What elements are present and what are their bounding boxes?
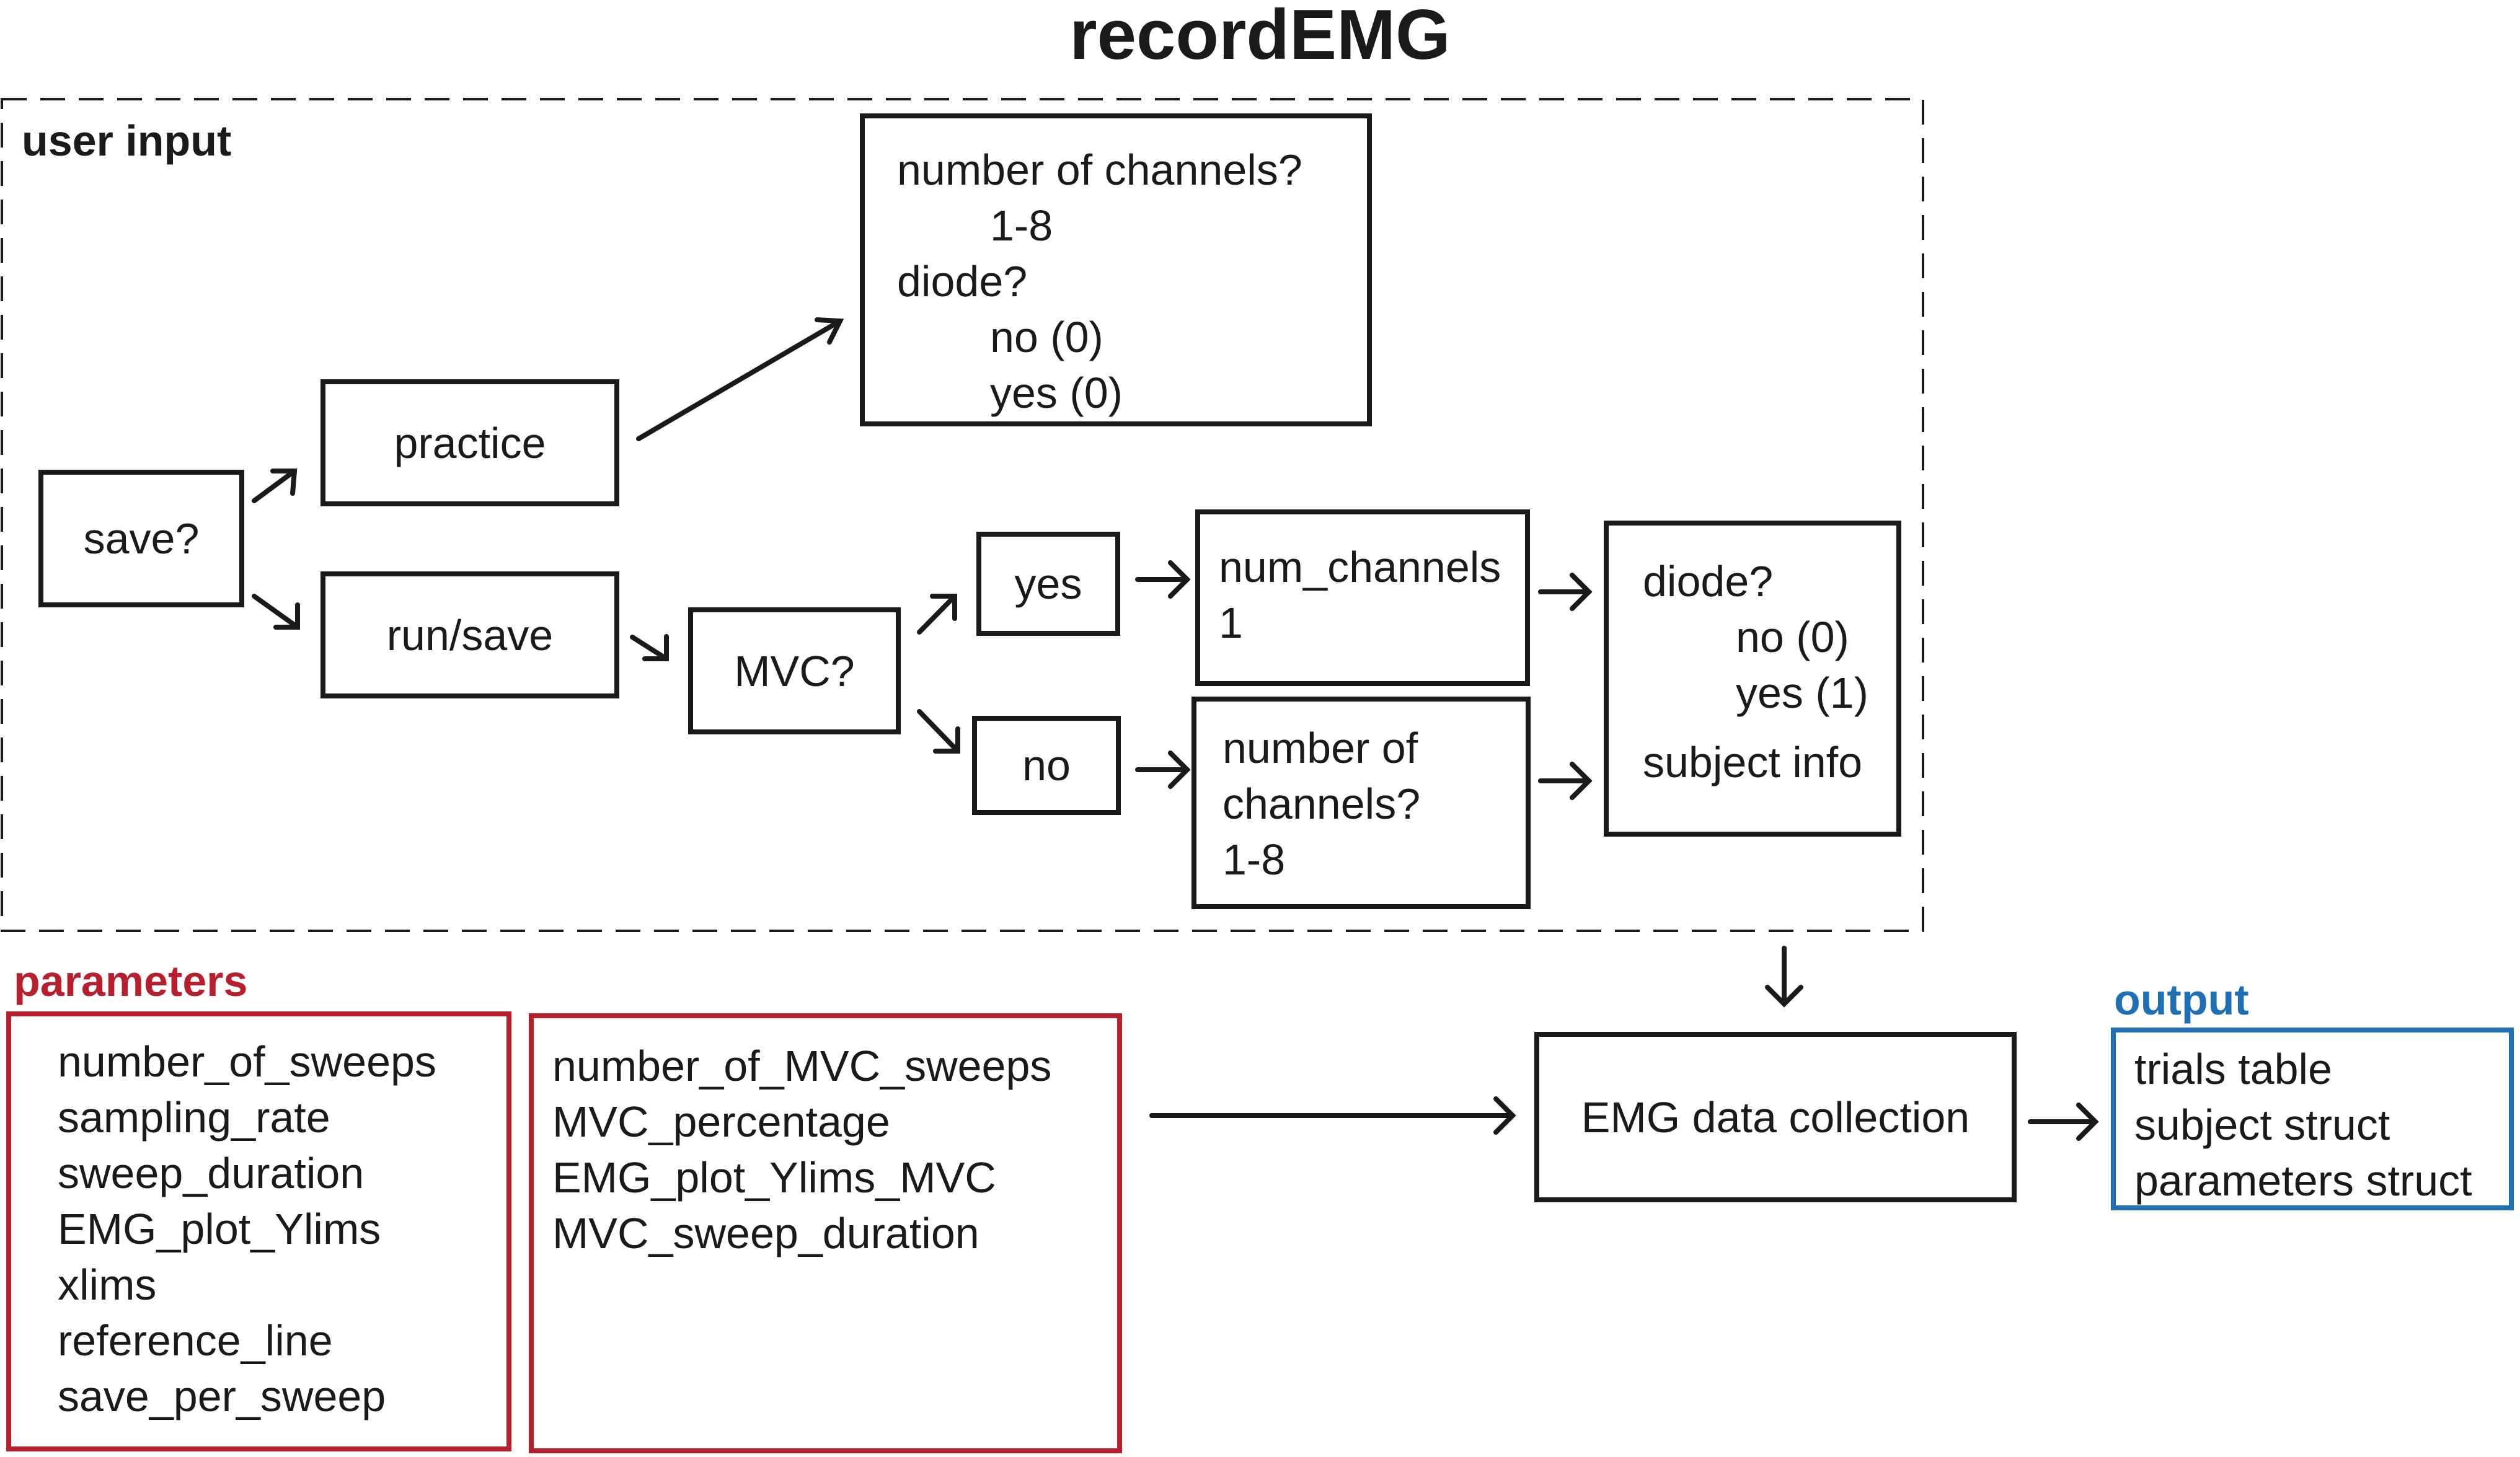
- num-channels-box: num_channels 1: [1195, 509, 1530, 686]
- output-label: output: [2114, 975, 2249, 1024]
- number-of-channels-line2: channels?: [1222, 780, 1421, 828]
- diode-yes-option: yes (0): [990, 369, 1123, 417]
- param-item: xlims: [58, 1261, 157, 1309]
- mvc-param-item: MVC_percentage: [552, 1098, 890, 1146]
- num-channels-label: num_channels: [1219, 543, 1501, 591]
- diode-no-option: no (0): [990, 313, 1103, 361]
- diode-yes-option-2: yes (1): [1736, 669, 1868, 717]
- diagram-title: recordEMG: [1069, 0, 1451, 74]
- mvc-decision-box: MVC?: [688, 607, 901, 734]
- emg-data-collection-box: EMG data collection: [1534, 1032, 2017, 1202]
- diode-no-option-2: no (0): [1736, 613, 1849, 661]
- arrow-no-to-numberofchannels-head: [1168, 751, 1191, 789]
- number-of-channels-box: number of channels? 1-8: [1191, 697, 1531, 909]
- output-item: parameters struct: [2134, 1156, 2472, 1205]
- no-label: no: [1022, 741, 1071, 790]
- arrow-parameters-to-collection-head: [1493, 1096, 1516, 1135]
- arrow-runsave-to-mvc-head: [642, 634, 669, 661]
- arrow-mvc-to-yes: [917, 594, 957, 635]
- output-item: subject struct: [2134, 1101, 2390, 1149]
- mvc-param-item: EMG_plot_Ylims_MVC: [552, 1153, 996, 1202]
- no-box: no: [972, 716, 1121, 815]
- mvc-param-item: MVC_sweep_duration: [552, 1209, 979, 1257]
- arrow-save-to-runsave-head: [273, 602, 300, 630]
- arrow-mvc-to-no: [917, 709, 960, 754]
- yes-label: yes: [1014, 560, 1082, 608]
- output-box: trials table subject struct parameters s…: [2111, 1028, 2514, 1210]
- save-decision-label: save?: [83, 514, 200, 563]
- parameters-list-2: number_of_MVC_sweeps MVC_percentage EMG_…: [529, 1013, 1122, 1453]
- param-item: sweep_duration: [58, 1149, 365, 1197]
- arrow-save-to-runsave: [252, 594, 300, 630]
- mvc-decision-label: MVC?: [734, 646, 855, 695]
- arrow-userinput-to-collection-head: [1765, 985, 1803, 1008]
- run-save-label: run/save: [386, 610, 554, 659]
- diode-question: diode?: [897, 257, 1028, 306]
- save-decision-box: save?: [38, 470, 244, 607]
- arrow-practice-to-options-head: [815, 317, 844, 345]
- param-item: reference_line: [58, 1316, 333, 1365]
- emg-data-collection-label: EMG data collection: [1581, 1093, 1970, 1142]
- arrow-numberofchannels-to-diode-head: [1570, 762, 1593, 800]
- diode-question-2: diode?: [1643, 557, 1774, 605]
- arrow-mvc-to-no-head: [933, 726, 960, 754]
- param-item: EMG_plot_Ylims: [58, 1205, 381, 1253]
- param-item: sampling_rate: [58, 1093, 330, 1142]
- practice-options-box: number of channels? 1-8 diode? no (0) ye…: [860, 113, 1372, 426]
- num-channels-value: 1: [1219, 599, 1243, 647]
- number-of-channels-range: 1-8: [1222, 835, 1286, 884]
- param-item: save_per_sweep: [58, 1372, 386, 1420]
- arrow-save-to-practice-head: [270, 469, 298, 496]
- channels-question: number of channels?: [897, 146, 1302, 194]
- arrow-yes-to-numchannels-head: [1168, 560, 1191, 599]
- arrow-practice-to-options: [636, 319, 842, 441]
- yes-box: yes: [976, 532, 1120, 636]
- subject-info-label: subject info: [1643, 738, 1863, 786]
- run-save-box: run/save: [321, 571, 619, 698]
- parameters-label: parameters: [14, 957, 248, 1005]
- arrow-runsave-to-mvc: [630, 635, 669, 661]
- arrow-collection-to-output-head: [2076, 1103, 2099, 1141]
- output-item: trials table: [2134, 1045, 2333, 1093]
- practice-box: practice: [321, 379, 619, 506]
- practice-label: practice: [394, 418, 546, 467]
- mvc-param-item: number_of_MVC_sweeps: [552, 1042, 1052, 1090]
- number-of-channels-line1: number of: [1222, 724, 1418, 772]
- arrow-mvc-to-yes-head: [930, 594, 957, 621]
- arrow-save-to-practice: [252, 469, 297, 503]
- user-input-label: user input: [22, 117, 232, 165]
- param-item: number_of_sweeps: [58, 1037, 436, 1086]
- parameters-list-1: number_of_sweeps sampling_rate sweep_dur…: [6, 1011, 511, 1451]
- diode-subject-box: diode? no (0) yes (1) subject info: [1604, 521, 1901, 837]
- arrow-numchannels-to-diode-head: [1570, 573, 1593, 611]
- channels-range: 1-8: [990, 201, 1053, 250]
